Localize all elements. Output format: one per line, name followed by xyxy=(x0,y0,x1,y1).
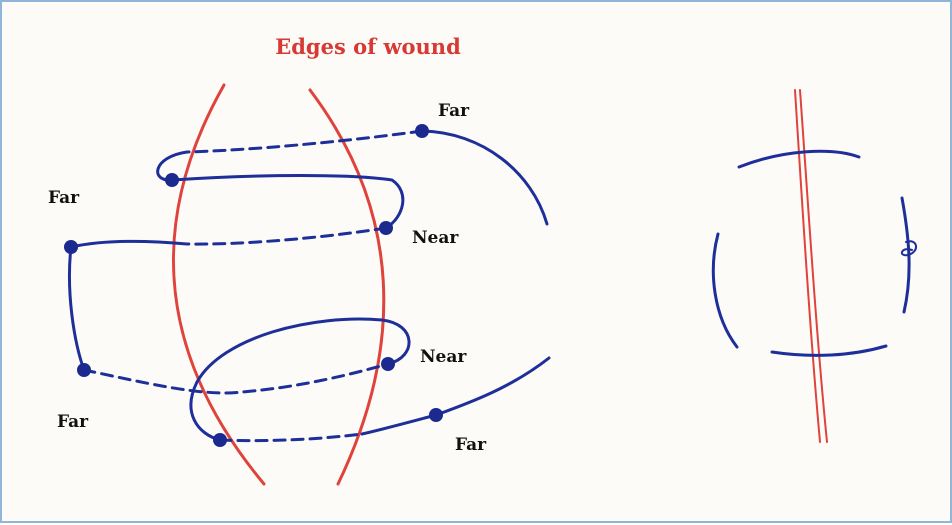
suture-tail-top xyxy=(422,131,547,224)
suture-pass-lower-deep xyxy=(84,364,388,393)
suture-pass-top-deep xyxy=(187,131,422,152)
suture-dot-bottom xyxy=(213,433,227,447)
suture-surface-left xyxy=(71,241,187,247)
suture-pass-near-deep xyxy=(187,228,386,244)
wound-edge-right xyxy=(310,90,384,484)
suture-dot-far-lower-right xyxy=(429,408,443,422)
suture-dot-near-mid xyxy=(381,357,395,371)
wound-line-right-a xyxy=(795,90,820,442)
label-far-left: Far xyxy=(48,188,80,208)
suture-dot-far-top xyxy=(415,124,429,138)
suture-dot-far-left xyxy=(64,240,78,254)
label-far-top: Far xyxy=(438,101,470,121)
suture-connector-left xyxy=(69,247,84,370)
suture-dot-far-lower-left xyxy=(77,363,91,377)
label-far-lower-right: Far xyxy=(455,435,487,455)
wound-edge-left xyxy=(174,85,264,484)
suture-pass-bottom-deep xyxy=(220,434,362,441)
wound-line-right-b xyxy=(800,90,827,442)
diagram-title: Edges of wound xyxy=(275,34,461,59)
label-near-top: Near xyxy=(412,228,459,248)
label-far-lower-left: Far xyxy=(57,412,89,432)
suture-arc-left xyxy=(713,234,737,347)
suture-dot-top-left xyxy=(165,173,179,187)
suture-arc-bottom xyxy=(772,346,886,355)
label-near-mid: Near xyxy=(420,347,467,367)
suture-dot-near-top xyxy=(379,221,393,235)
